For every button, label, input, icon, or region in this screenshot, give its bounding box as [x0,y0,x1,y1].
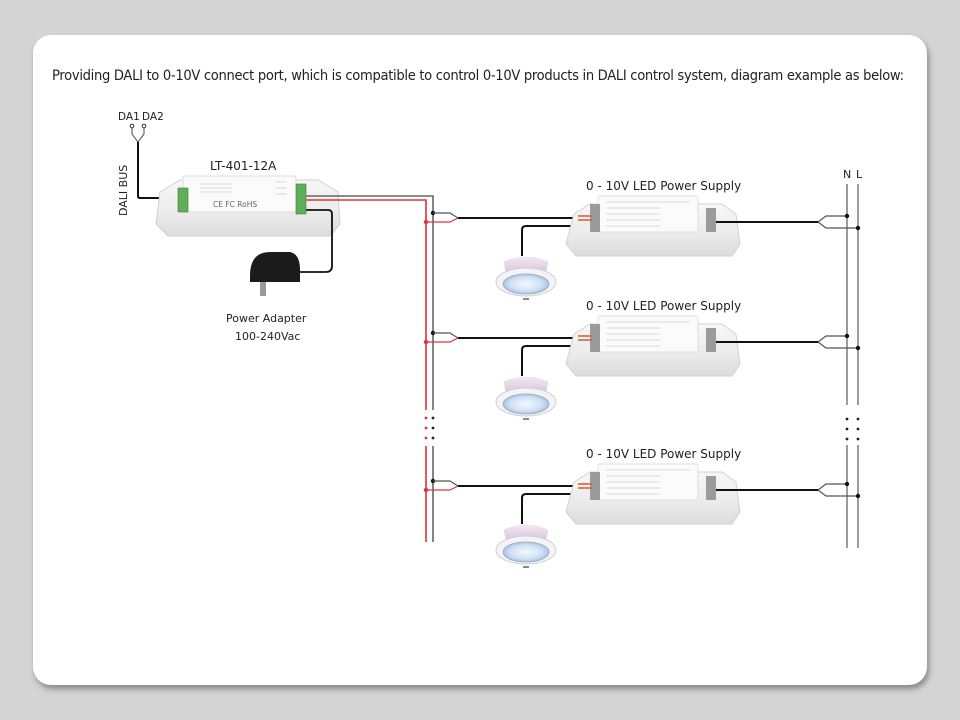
dali-bus-wire [137,142,182,199]
controller-output-terminal [295,183,307,215]
driver-input-leads [578,215,592,221]
signal-positive-tap [426,217,459,223]
live-tap [817,341,858,349]
signal-positive-tap [426,337,459,343]
driver-output-terminal [706,328,716,352]
live-label: L [856,168,863,181]
da2-label: DA2 [142,111,164,123]
signal-negative-tap [433,212,459,219]
driver-output-terminal [706,476,716,500]
live-junction [855,493,861,499]
downlight-heatsink [503,376,549,393]
neutral-junction [844,481,850,487]
downlight-icon [495,376,557,420]
driver-label-lines [606,201,690,227]
adapter-cable [298,209,333,273]
dali-split-wire [131,128,145,143]
neutral-tap [817,335,847,343]
live-tap [817,221,858,229]
led-power-supply-label: 0 - 10V LED Power Supply [586,447,741,461]
neutral-junction [844,333,850,339]
driver-input-terminal [590,204,600,232]
signal-positive-tap [426,485,459,491]
controller-lt-401-12a: LT-401-12A CE FC RoHS [155,159,341,237]
controller-model-label: LT-401-12A [210,159,277,173]
downlight-lens [502,541,550,563]
adapter-label-line1: Power Adapter [226,312,307,325]
adapter-body-icon [250,252,300,282]
power-adapter: Power Adapter 100-240Vac [226,209,333,343]
driver-input-terminal [590,472,600,500]
dali-bus-label: DALI BUS [117,165,130,216]
driver-label-lines [606,469,690,495]
neutral-junction [844,213,850,219]
live-junction [855,345,861,351]
led-unit-1: 0 - 10V LED Power Supply [423,179,861,300]
da1-label: DA1 [118,111,140,123]
signal-continuation-dots [420,410,440,446]
dali-bus: DA1 DA2 DALI BUS [117,111,182,216]
adapter-plug-icon [260,282,266,296]
signal-negative-bus [306,195,434,542]
led-unit-3: 0 - 10V LED Power Supply [423,447,861,568]
downlight-lens [502,273,550,295]
downlight-cable [521,493,578,524]
downlight-clip [523,418,529,420]
driver-input-terminal [590,324,600,352]
led-power-supply-label: 0 - 10V LED Power Supply [586,179,741,193]
controller-cert-marks: CE FC RoHS [213,200,257,209]
intro-text: Providing DALI to 0-10V connect port, wh… [52,68,904,84]
content-card [33,35,927,685]
da2-terminal-icon [141,123,147,129]
downlight-heatsink [503,256,549,273]
signal-positive-bus [306,199,427,542]
controller-input-terminal [177,187,189,213]
live-junction [855,225,861,231]
live-tap [817,489,858,497]
led-power-supply-label: 0 - 10V LED Power Supply [586,299,741,313]
downlight-cable [521,225,578,256]
downlight-lens [502,393,550,415]
downlight-cable [521,345,578,376]
downlight-icon [495,256,557,300]
signal-negative-tap [433,332,459,339]
driver-input-leads [578,335,592,341]
led-unit-2: 0 - 10V LED Power Supply [423,299,861,420]
da1-terminal-icon [129,123,135,129]
driver-label-lines [606,321,690,347]
downlight-heatsink [503,524,549,541]
adapter-label-line2: 100-240Vac [235,330,300,343]
mains-continuation-dots [845,417,860,441]
led-units: 0 - 10V LED Power Supply 0 - 10V LED Powe… [423,179,861,568]
downlight-clip [523,566,529,568]
mains-lines: N L [843,168,863,548]
neutral-tap [817,483,847,491]
signal-negative-tap [433,480,459,487]
downlight-icon [495,524,557,568]
neutral-label: N [843,168,851,181]
neutral-tap [817,215,847,223]
driver-output-terminal [706,208,716,232]
downlight-clip [523,298,529,300]
controller-label-lines [200,181,286,195]
driver-input-leads [578,483,592,489]
